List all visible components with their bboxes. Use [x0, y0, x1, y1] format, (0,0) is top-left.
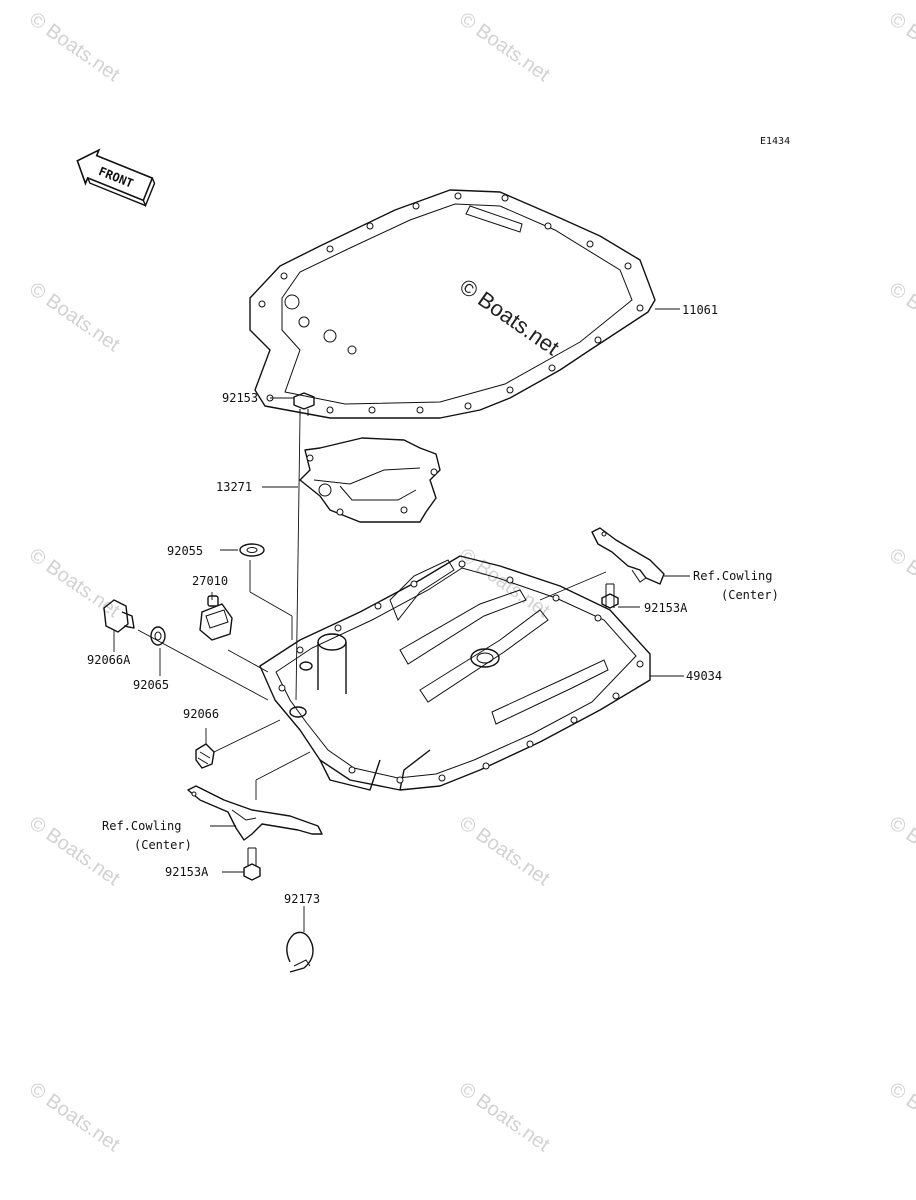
bolt-92153 — [293, 392, 315, 416]
part-label-92153A-top: 92153A — [644, 601, 688, 615]
center-watermark: © Boats.net — [455, 274, 564, 361]
ref-cowling-bottom-line1: Ref.Cowling — [102, 819, 181, 833]
watermark: © Boats.net — [885, 812, 916, 890]
ref-cowling-top-line1: Ref.Cowling — [693, 569, 772, 583]
part-label-11061: 11061 — [682, 303, 718, 317]
bolt-92153A-top — [601, 583, 619, 609]
bolt-92153A-bottom — [243, 847, 261, 881]
oil-pressure-switch — [199, 595, 233, 641]
cowling-bracket-top — [591, 527, 665, 585]
watermark: © Boats.net — [885, 278, 916, 356]
watermark: © Boats.net — [455, 812, 554, 890]
gasket-bolt-holes — [258, 192, 644, 414]
washer-92055 — [239, 543, 265, 557]
plug-92066 — [195, 743, 215, 769]
oil-pan — [259, 555, 651, 791]
part-label-92065: 92065 — [133, 678, 169, 692]
ref-cowling-top-line2: (Center) — [721, 588, 779, 602]
cowling-bracket-bottom — [187, 785, 323, 841]
part-label-92173: 92173 — [284, 892, 320, 906]
part-label-92066A: 92066A — [87, 653, 131, 667]
watermark: © Boats.net — [455, 8, 554, 86]
front-arrow-icon: FRONT — [76, 148, 156, 208]
ref-cowling-bottom-line2: (Center) — [134, 838, 192, 852]
drain-plug-92066A — [103, 599, 135, 633]
washer-92065 — [150, 626, 166, 646]
part-label-92153A-bottom: 92153A — [165, 865, 209, 879]
part-label-13271: 13271 — [216, 480, 252, 494]
watermark: © Boats.net — [25, 1078, 124, 1156]
part-label-92153: 92153 — [222, 391, 258, 405]
hose-clamp-92173 — [286, 931, 314, 973]
diagram-code: E1434 — [760, 136, 790, 147]
watermark: © Boats.net — [885, 1078, 916, 1156]
watermark: © Boats.net — [25, 544, 124, 622]
part-label-92066: 92066 — [183, 707, 219, 721]
part-label-92055: 92055 — [167, 544, 203, 558]
watermark: © Boats.net — [885, 8, 916, 86]
oil-pan-gasket — [249, 189, 656, 419]
oil-pan-bolt-holes — [278, 560, 644, 784]
watermark: © Boats.net — [25, 8, 124, 86]
baffle-plate — [299, 437, 441, 523]
watermark: © Boats.net — [455, 1078, 554, 1156]
part-label-27010: 27010 — [192, 574, 228, 588]
watermark: © Boats.net — [25, 278, 124, 356]
part-label-49034: 49034 — [686, 669, 722, 683]
watermarks: © Boats.net © Boats.net © Boats.net © Bo… — [25, 8, 916, 1156]
watermark: © Boats.net — [885, 544, 916, 622]
